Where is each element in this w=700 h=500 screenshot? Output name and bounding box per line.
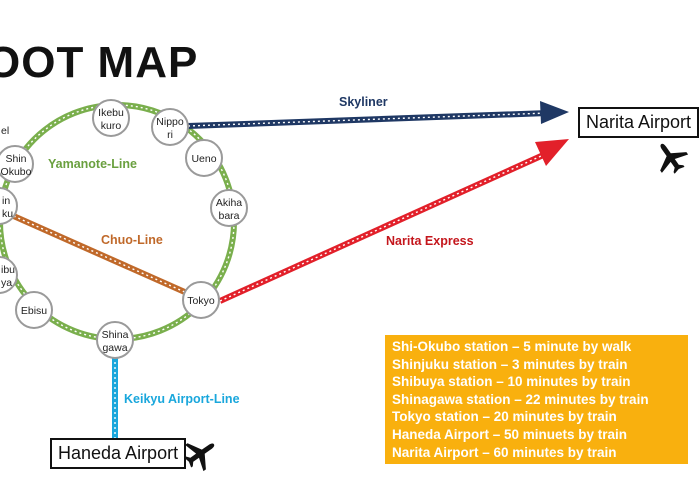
station-ebisu[interactable]: Ebisu (15, 291, 53, 329)
info-line-haneda: Haneda Airport – 50 minuets by train (392, 426, 628, 442)
svg-text:Ebisu: Ebisu (21, 305, 47, 317)
info-line-narita: Narita Airport – 60 minutes by train (392, 444, 617, 460)
airplane-icon (660, 143, 689, 174)
haneda-airport-label: Haneda Airport (50, 438, 187, 469)
station-ueno[interactable]: Ueno (185, 139, 223, 177)
skyliner-line-label: Skyliner (339, 95, 388, 109)
info-line-shibuya: Shibuya station – 10 minutes by train (392, 374, 631, 390)
travel-time-info-box: Shi-Okubo station – 5 minute by walk Shi… (385, 335, 688, 464)
info-line-shin-okubo: Shi-Okubo station – 5 minute by walk (392, 339, 632, 354)
yamanote-line-label: Yamanote-Line (48, 157, 137, 171)
info-line-tokyo: Tokyo station – 20 minutes by train (392, 409, 617, 425)
station-tokyo[interactable]: Tokyo (182, 281, 220, 319)
narita-airport-label: Narita Airport (578, 107, 700, 138)
narita-express-arrowhead (535, 139, 569, 166)
svg-text:Tokyo: Tokyo (187, 295, 215, 307)
svg-text:Shinagawa: Shinagawa (102, 329, 129, 354)
narita-express-line-dashes (219, 151, 551, 302)
station-partial-label: el (1, 125, 9, 137)
skyliner-line-dashes (187, 112, 549, 127)
keikyu-line-label: Keikyu Airport-Line (124, 392, 240, 406)
airplane-icon (184, 443, 215, 472)
skyliner-arrowhead (540, 101, 569, 124)
svg-text:Ueno: Ueno (191, 153, 216, 165)
map-title: OOT MAP (0, 38, 199, 87)
svg-text:ibuya: ibuya (1, 264, 15, 289)
info-line-shinjuku: Shinjuku station – 3 minutes by train (392, 356, 628, 372)
chuo-line-dashes (0, 209, 206, 302)
narita-express-line-label: Narita Express (386, 234, 474, 248)
chuo-line-label: Chuo-Line (101, 233, 163, 247)
info-line-shinagawa: Shinagawa station – 22 minutes by train (392, 391, 649, 407)
